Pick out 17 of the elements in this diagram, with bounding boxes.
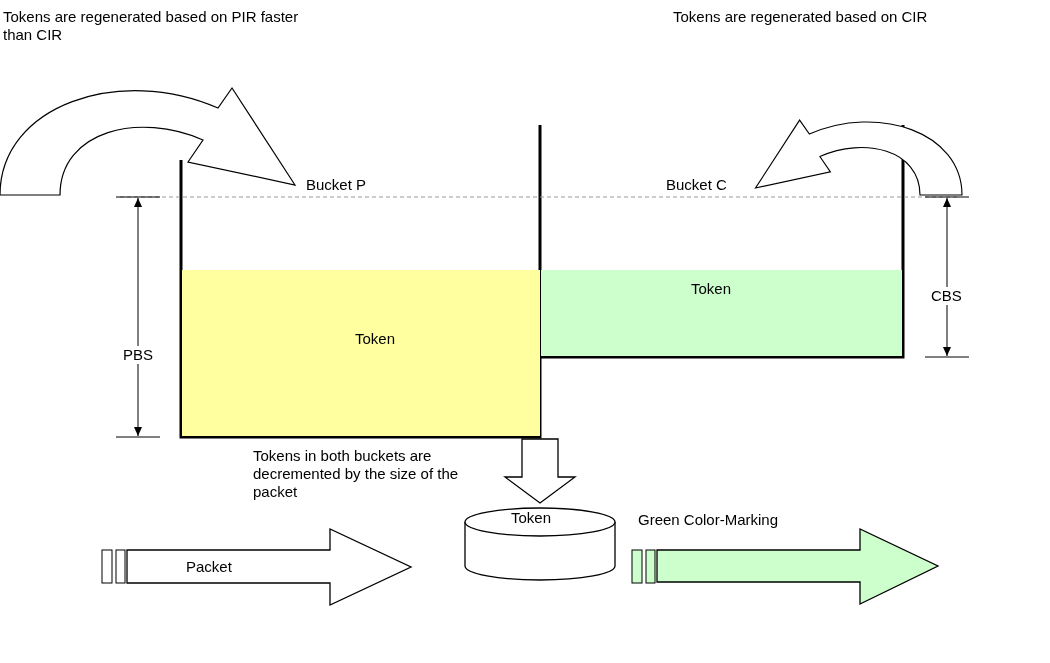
node-text: Token	[511, 509, 552, 526]
node-text: Packet	[186, 558, 232, 575]
dimension-label: CBS	[930, 287, 963, 305]
bucket-label: Bucket P	[306, 176, 367, 194]
bucket-label: Bucket C	[666, 176, 727, 194]
dimension-label: PBS	[122, 346, 154, 364]
node-text: Token	[355, 330, 396, 347]
annotation-text: Tokens in both buckets are decremented by the size of the packet	[253, 447, 460, 501]
token-cylinder	[464, 506, 616, 582]
annotation-text: Tokens are regenerated based on PIR faster than CIR	[3, 8, 300, 44]
node-text: Token	[691, 280, 732, 297]
block-arrow	[503, 438, 577, 504]
annotation-text: Tokens are regenerated based on CIR	[673, 8, 929, 26]
token-level	[182, 270, 540, 436]
packet-arrow	[126, 528, 412, 606]
token-level	[541, 270, 902, 356]
annotation-text: Green Color-Marking	[638, 511, 779, 529]
